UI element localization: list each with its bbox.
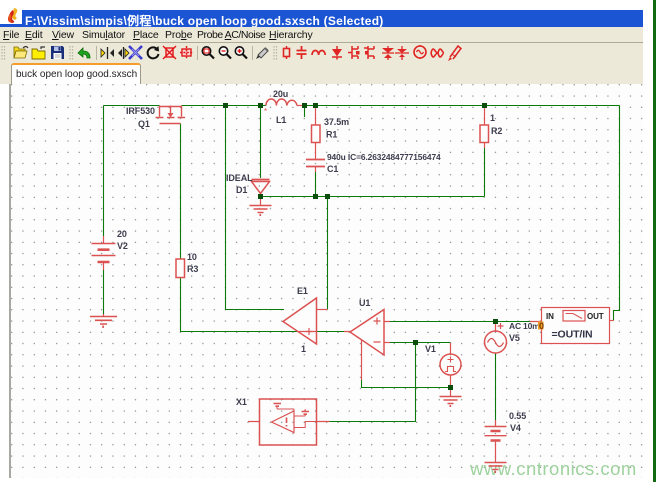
svg-text:V1: V1 [425,344,436,354]
svg-text:20: 20 [117,229,127,239]
svg-text:U1: U1 [359,298,370,308]
svg-text:AC 10m: AC 10m [509,321,540,331]
svg-text:R2: R2 [491,126,502,136]
svg-text:R3: R3 [187,264,198,274]
svg-text:R1: R1 [326,130,337,140]
svg-text:940u IC=6.2632484777156474: 940u IC=6.2632484777156474 [327,152,441,162]
svg-text:V5: V5 [509,333,520,343]
svg-text:*: * [264,107,267,116]
svg-text:L1: L1 [276,115,286,125]
svg-text:1: 1 [301,344,306,354]
svg-text:IDEAL: IDEAL [226,173,253,183]
svg-text:20u: 20u [273,89,288,99]
svg-text:IN: IN [546,312,554,321]
svg-text:V2: V2 [117,241,128,251]
svg-text:Q1: Q1 [138,119,150,129]
svg-text:37.5m: 37.5m [324,117,349,127]
svg-text:C1: C1 [327,164,338,174]
svg-text:=OUT/IN: =OUT/IN [552,329,593,341]
svg-text:0: 0 [539,321,544,331]
svg-text:IRF530: IRF530 [126,106,155,116]
svg-text:V4: V4 [510,423,521,433]
svg-text:X1: X1 [236,397,247,407]
svg-text:OUT: OUT [587,312,604,321]
svg-text:1: 1 [490,113,495,123]
svg-text:D1: D1 [236,185,247,195]
svg-text:E1: E1 [297,286,308,296]
svg-text:10: 10 [187,252,197,262]
svg-text:0.55: 0.55 [509,411,526,421]
